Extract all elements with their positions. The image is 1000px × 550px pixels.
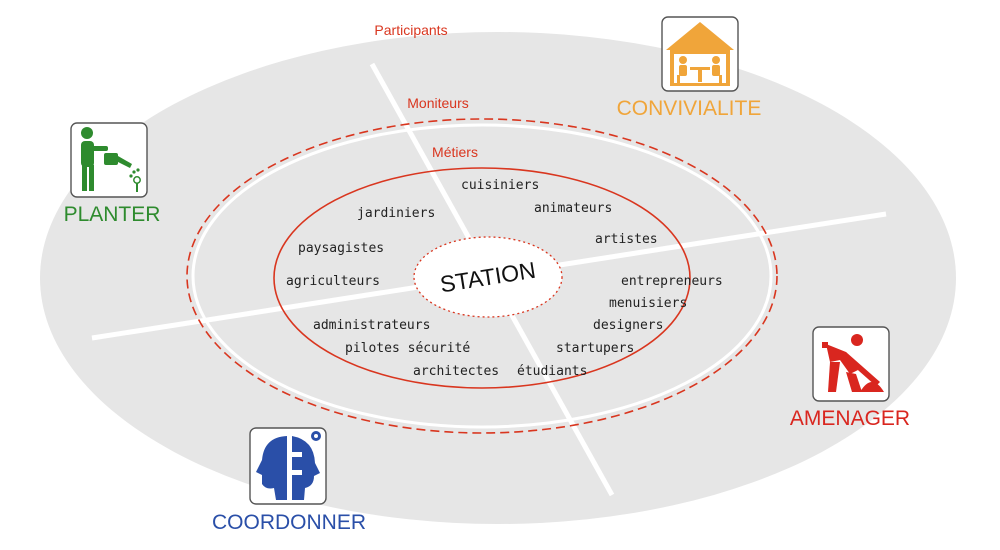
- metier-word: artistes: [595, 232, 658, 247]
- metier-word: paysagistes: [298, 241, 384, 256]
- metier-word: designers: [593, 318, 663, 333]
- amenager-label: AMENAGER: [790, 407, 910, 430]
- convivialite-label: CONVIVIALITE: [617, 97, 762, 120]
- participants-label: Participants: [374, 22, 447, 38]
- metiers-label: Métiers: [432, 144, 478, 160]
- moniteurs-label: Moniteurs: [407, 95, 468, 111]
- coordonner-icon-box: [249, 427, 327, 505]
- metier-word: étudiants: [517, 364, 587, 379]
- metier-word: menuisiers: [609, 296, 687, 311]
- metier-word: administrateurs: [313, 318, 430, 333]
- moniteurs-ring: [186, 118, 778, 434]
- planter-icon-box: [70, 122, 148, 198]
- coordonner-label: COORDONNER: [212, 511, 366, 534]
- head-gear-icon: [256, 431, 321, 500]
- people-at-table-house-icon: [666, 22, 734, 86]
- metier-word: architectes: [413, 364, 499, 379]
- metier-word: pilotes sécurité: [345, 341, 470, 356]
- metier-word: agriculteurs: [286, 274, 380, 289]
- metier-word: startupers: [556, 341, 634, 356]
- metier-word: entrepreneurs: [621, 274, 723, 289]
- moniteurs-ring-inner: [191, 123, 773, 429]
- gardener-watering-icon: [81, 127, 141, 192]
- worker-shoveling-icon: [822, 334, 884, 392]
- metier-word: cuisiniers: [461, 178, 539, 193]
- amenager-icon-box: [812, 326, 890, 402]
- planter-label: PLANTER: [64, 203, 161, 226]
- metier-word: jardiniers: [357, 206, 435, 221]
- convivialite-icon-box: [661, 16, 739, 92]
- metiers-ring: [273, 167, 691, 389]
- station-circle: [413, 236, 563, 318]
- metier-word: animateurs: [534, 201, 612, 216]
